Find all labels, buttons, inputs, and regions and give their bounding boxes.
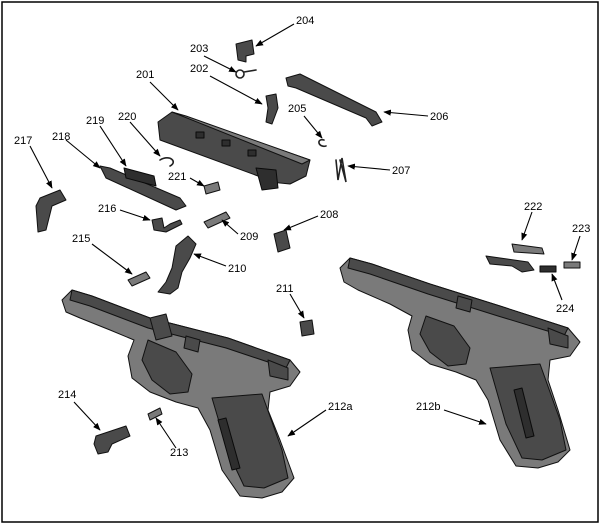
leader-223 (571, 235, 581, 261)
leader-205 (303, 115, 323, 139)
part-212a-grip-module (61, 289, 301, 499)
callout-labels: 201 202 203 204 205 206 207 208 209 210 … (14, 15, 590, 459)
leader-204 (255, 23, 295, 47)
leader-220 (129, 121, 161, 157)
part-208-block (273, 229, 291, 253)
label-221: 221 (168, 171, 186, 183)
part-210-trigger (157, 235, 197, 295)
part-221-pin (203, 181, 221, 195)
label-217: 217 (14, 135, 32, 147)
label-210: 210 (228, 263, 246, 275)
leader-202 (209, 75, 263, 105)
leader-209 (221, 219, 239, 235)
label-206: 206 (430, 111, 448, 123)
leader-217 (29, 145, 53, 189)
part-224-pin (539, 265, 557, 273)
label-212a: 212a (328, 401, 353, 413)
label-224: 224 (556, 303, 574, 315)
part-213-spring (147, 407, 163, 421)
label-211: 211 (276, 283, 294, 295)
leader-214 (73, 401, 101, 431)
label-218: 218 (52, 131, 70, 143)
label-207: 207 (392, 165, 410, 177)
leader-218 (65, 139, 101, 169)
leader-212a (287, 409, 327, 437)
label-215: 215 (72, 233, 90, 245)
leader-213 (155, 417, 177, 449)
leader-207 (347, 163, 391, 171)
label-209: 209 (240, 231, 258, 243)
leader-212b (443, 409, 487, 425)
part-211 (299, 319, 315, 337)
leader-215 (91, 243, 133, 275)
part-222-bar (485, 255, 535, 273)
leader-222 (521, 211, 533, 241)
leader-206 (383, 109, 429, 117)
leader-211 (289, 293, 305, 319)
leader-lines (29, 23, 581, 449)
leader-210 (193, 253, 227, 267)
part-214-latch (93, 425, 131, 455)
part-222-slide (511, 243, 545, 255)
label-223: 223 (572, 223, 590, 235)
leader-219 (99, 125, 127, 167)
part-217-lever (35, 189, 67, 233)
part-215-pin (127, 271, 151, 287)
label-214: 214 (58, 389, 76, 401)
label-203: 203 (190, 43, 208, 55)
part-218-bar (99, 165, 187, 211)
label-222: 222 (524, 201, 542, 213)
part-209-pin (203, 211, 231, 229)
part-202-lever (265, 93, 279, 125)
label-219: 219 (86, 115, 104, 127)
leader-221 (189, 177, 205, 187)
label-216: 216 (98, 203, 116, 215)
label-212b: 212b (416, 401, 440, 413)
leader-216 (119, 209, 151, 221)
label-204: 204 (296, 15, 314, 27)
part-207-spring (335, 157, 347, 183)
leader-201 (149, 81, 179, 111)
part-220-spring (159, 157, 175, 167)
label-202: 202 (190, 63, 208, 75)
part-219-pin (123, 167, 157, 187)
part-201-chassis (157, 111, 311, 191)
part-203-spring (235, 69, 257, 79)
label-213: 213 (170, 447, 188, 459)
label-220: 220 (118, 111, 136, 123)
label-201: 201 (136, 69, 154, 81)
leader-208 (283, 215, 319, 231)
label-205: 205 (288, 103, 306, 115)
label-208: 208 (320, 209, 338, 221)
part-216-screw (151, 217, 183, 233)
part-204-block (235, 39, 255, 63)
part-206-bar (285, 73, 383, 127)
leader-203 (203, 55, 237, 73)
part-223-pin (563, 261, 581, 269)
part-212b-grip-module (339, 257, 581, 469)
part-205-clip (318, 138, 327, 148)
leader-224 (551, 273, 563, 301)
